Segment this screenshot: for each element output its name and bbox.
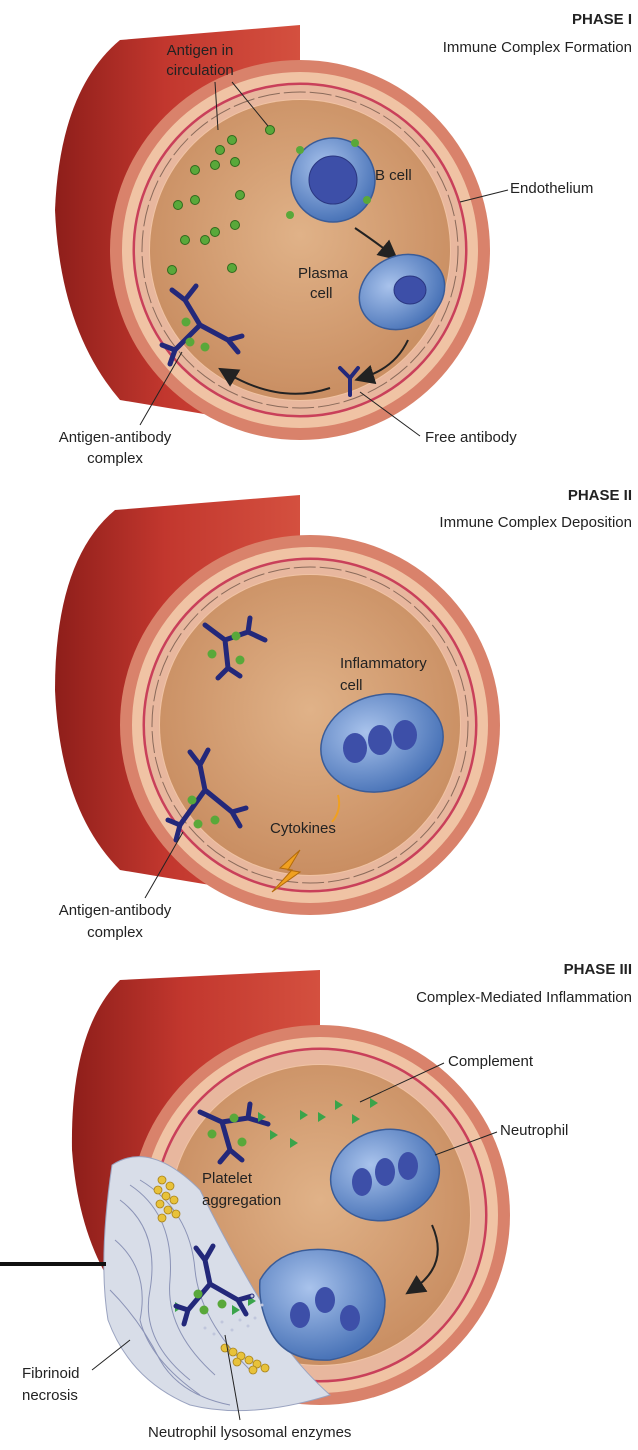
complex-label-2: complex bbox=[87, 450, 143, 467]
phase-1-title: PHASE I bbox=[572, 11, 632, 28]
cytokines-label: Cytokines bbox=[270, 820, 336, 837]
endothelium-label: Endothelium bbox=[510, 180, 593, 197]
free-antibody-label: Free antibody bbox=[425, 429, 517, 446]
phase-1-panel: PHASE I Immune Complex Formation Antigen… bbox=[55, 11, 632, 467]
phase-1-subtitle: Immune Complex Formation bbox=[443, 39, 632, 56]
inflammatory-label-1: Inflammatory bbox=[340, 655, 427, 672]
fibrinoid-pointer bbox=[92, 1340, 130, 1370]
plasma-label-2: cell bbox=[310, 285, 333, 302]
phase-3-title: PHASE III bbox=[564, 961, 632, 978]
phase-2-panel: PHASE II Immune Complex Deposition Infla… bbox=[55, 487, 632, 941]
antigen-label-2: circulation bbox=[166, 62, 234, 79]
complement-label: Complement bbox=[448, 1053, 534, 1070]
complex-label-1: Antigen-antibody bbox=[59, 429, 172, 446]
antigen-label-1: Antigen in bbox=[167, 42, 234, 59]
complex-label-1: Antigen-antibody bbox=[59, 902, 172, 919]
phase-3-panel: PHASE III Complex-Mediated Inflammation bbox=[0, 961, 632, 1441]
complex-label-2: complex bbox=[87, 924, 143, 941]
phase-2-title: PHASE II bbox=[568, 487, 632, 504]
annotation-bar bbox=[0, 1262, 106, 1266]
phase-3-subtitle: Complex-Mediated Inflammation bbox=[416, 989, 632, 1006]
b-cell-label: B cell bbox=[375, 167, 412, 184]
neutrophil-label: Neutrophil bbox=[500, 1122, 568, 1139]
vessel-lumen bbox=[150, 100, 450, 400]
inflammatory-label-2: cell bbox=[340, 677, 363, 694]
fibrinoid-label-2: necrosis bbox=[22, 1387, 78, 1404]
neutrophil-lower bbox=[260, 1249, 385, 1360]
enzymes-label: Neutrophil lysosomal enzymes bbox=[148, 1424, 351, 1441]
platelet-label-1: Platelet bbox=[202, 1170, 253, 1187]
plasma-label-1: Plasma bbox=[298, 265, 349, 282]
platelet-label-2: aggregation bbox=[202, 1192, 281, 1209]
fibrinoid-label-1: Fibrinoid bbox=[22, 1365, 80, 1382]
phase-2-subtitle: Immune Complex Deposition bbox=[439, 514, 632, 531]
